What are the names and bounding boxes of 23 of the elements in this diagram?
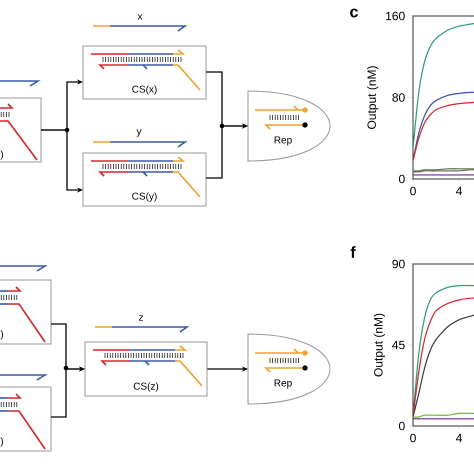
gate-box: ) xyxy=(0,386,52,452)
gate-box: ) xyxy=(0,98,42,162)
y-tick-label: 0 xyxy=(399,422,405,430)
line-chart: 0 4 0 80 160 Output (nM) xyxy=(367,12,474,196)
y-tick-label: 0 xyxy=(399,174,405,184)
x-tick-label: 4 xyxy=(456,186,462,196)
y-axis-title: Output (nM) xyxy=(374,314,385,376)
strand-label: z xyxy=(138,315,143,321)
gate-box: CS(z) xyxy=(84,342,208,396)
y-tick-label: 45 xyxy=(392,340,405,350)
panel-letter: f xyxy=(350,246,356,258)
x-tick-label: 4 xyxy=(456,434,462,442)
y-tick-label: 80 xyxy=(392,93,405,102)
y-tick-label: 160 xyxy=(386,12,405,20)
gate-box: CS(x) xyxy=(82,46,206,100)
strand-label: x xyxy=(138,14,142,20)
line-chart: 0 4 0 45 90 Output (nM) xyxy=(374,260,474,442)
strand-label: y xyxy=(136,129,142,137)
panel-letter: c xyxy=(350,8,358,18)
gate-box: CS(y) xyxy=(82,152,206,206)
y-tick-label: 90 xyxy=(392,260,405,268)
y-axis-title: Output (nM) xyxy=(367,66,378,129)
gate-box: ) xyxy=(0,280,52,344)
